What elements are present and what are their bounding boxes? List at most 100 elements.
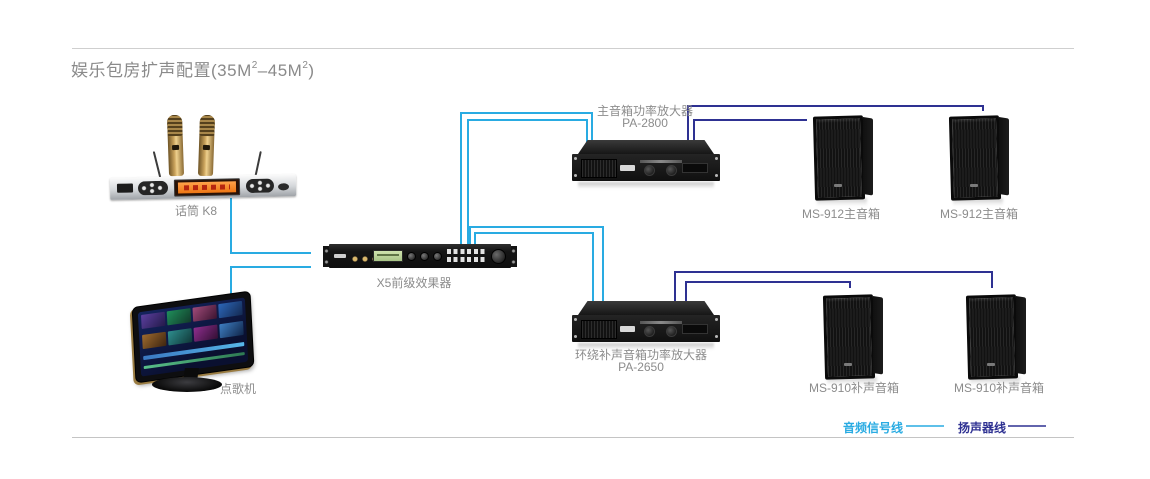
amp-led-strip — [640, 321, 682, 324]
speaker-logo — [987, 363, 995, 366]
amp-gain-knob — [644, 165, 655, 176]
receiver-power-button — [277, 183, 290, 191]
title-text: –45M — [257, 61, 303, 80]
amp-brand-logo — [620, 165, 635, 171]
wire-mainamp-to-right-speaker — [687, 105, 984, 142]
wire-surroundamp-to-right-speaker — [674, 271, 993, 302]
song-thumbnail — [167, 328, 193, 346]
speaker-side-panel — [863, 117, 873, 196]
speaker-logo — [844, 363, 852, 366]
legend-audio-signal-label: 音频信号线 — [843, 421, 904, 435]
screw — [574, 157, 577, 160]
microphone-receiver-device — [109, 174, 297, 200]
title-superscript: 2 — [251, 60, 258, 72]
song-thumbnail — [192, 304, 217, 322]
wire-processor-to-mainamp-1 — [460, 112, 593, 245]
speaker-grille — [812, 115, 866, 201]
amp-model-badge — [682, 324, 708, 334]
amp-front-panel — [572, 315, 720, 342]
song-thumbnail — [142, 331, 167, 350]
wireless-microphone-2 — [197, 114, 216, 177]
wire-surroundamp-to-left-speaker — [685, 281, 851, 302]
title-superscript: 2 — [302, 60, 309, 72]
fill-speaker-right — [965, 293, 1026, 380]
speaker-side-panel — [999, 117, 1009, 196]
fill-speaker-right-label: MS-910补声音箱 — [953, 381, 1045, 395]
receiver-right-buttons — [245, 178, 275, 194]
amp-top-panel — [578, 301, 714, 315]
processor-lcd-display — [373, 250, 403, 262]
amp-reflection — [578, 182, 714, 189]
screw — [574, 335, 577, 338]
song-machine-stand-base — [152, 377, 222, 392]
receiver-led-display — [173, 178, 241, 197]
screw — [715, 335, 718, 338]
processor-button-grid — [447, 248, 487, 264]
processor-master-knob — [491, 249, 506, 264]
effects-processor-device — [323, 243, 517, 270]
speaker-grille — [822, 294, 876, 380]
processor-brand-logo — [334, 254, 346, 258]
amp-gain-knob — [644, 326, 655, 337]
song-thumbnail — [166, 308, 192, 326]
surround-amp-model-label: PA-2650 — [618, 360, 664, 374]
wire-processor-to-surroundamp-1 — [469, 226, 604, 304]
processor-input-jacks — [351, 255, 379, 263]
title-text: 娱乐包房扩声配置(35M — [71, 61, 252, 80]
receiver-brand-logo — [116, 183, 134, 193]
main-amp-name-label: 主音箱功率放大器 — [596, 104, 693, 118]
processor-front-panel — [329, 244, 511, 268]
main-speaker-left — [812, 114, 873, 201]
microphone-label: 话筒 K8 — [174, 204, 217, 218]
song-machine-label: 点歌机 — [219, 382, 256, 396]
song-thumbnail — [218, 300, 243, 319]
amp-grille — [581, 159, 617, 178]
amp-led-strip — [640, 160, 682, 163]
screw — [574, 318, 577, 321]
screw — [715, 318, 718, 321]
receiver-left-buttons — [137, 180, 169, 196]
rack-ear — [510, 246, 517, 267]
speaker-logo — [834, 184, 842, 187]
amp-gain-knob — [666, 165, 677, 176]
speaker-grille — [948, 115, 1002, 201]
song-thumbnail — [193, 324, 219, 343]
effects-processor-label: X5前级效果器 — [376, 276, 452, 290]
amp-top-panel — [578, 140, 714, 154]
wire-processor-to-surroundamp-2 — [474, 232, 594, 304]
page-title: 娱乐包房扩声配置(35M2–45M2) — [71, 56, 315, 81]
title-text: ) — [308, 61, 315, 80]
bottom-divider — [72, 437, 1074, 438]
speaker-logo — [970, 184, 978, 187]
processor-knob — [407, 252, 416, 261]
processor-knob — [420, 252, 429, 261]
song-thumbnail — [140, 311, 166, 330]
speaker-side-panel — [873, 296, 883, 375]
amp-grille — [581, 320, 617, 339]
screw — [715, 157, 718, 160]
main-amp-model-label: PA-2800 — [622, 116, 668, 130]
amp-front-panel — [572, 154, 720, 181]
processor-knob — [433, 252, 442, 261]
amp-brand-logo — [620, 326, 635, 332]
wire-mainamp-to-left-speaker — [693, 119, 807, 142]
wireless-microphone-1 — [166, 114, 185, 177]
main-amplifier-device — [570, 138, 722, 190]
song-thumbnail — [219, 321, 244, 339]
speaker-grille — [965, 294, 1019, 380]
main-speaker-left-label: MS-912主音箱 — [801, 207, 881, 221]
song-machine-ui — [137, 297, 249, 377]
top-divider — [72, 48, 1074, 49]
main-speaker-right-label: MS-912主音箱 — [939, 207, 1019, 221]
surround-amplifier-device — [570, 299, 722, 351]
main-speaker-right — [948, 114, 1009, 201]
amp-model-badge — [682, 163, 708, 173]
fill-speaker-left-label: MS-910补声音箱 — [808, 381, 900, 395]
fill-speaker-left — [822, 293, 883, 380]
speaker-side-panel — [1016, 296, 1026, 375]
wire-processor-to-mainamp-2 — [467, 119, 588, 245]
legend-speaker-wire-label: 扬声器线 — [958, 421, 1007, 435]
screw — [715, 174, 718, 177]
